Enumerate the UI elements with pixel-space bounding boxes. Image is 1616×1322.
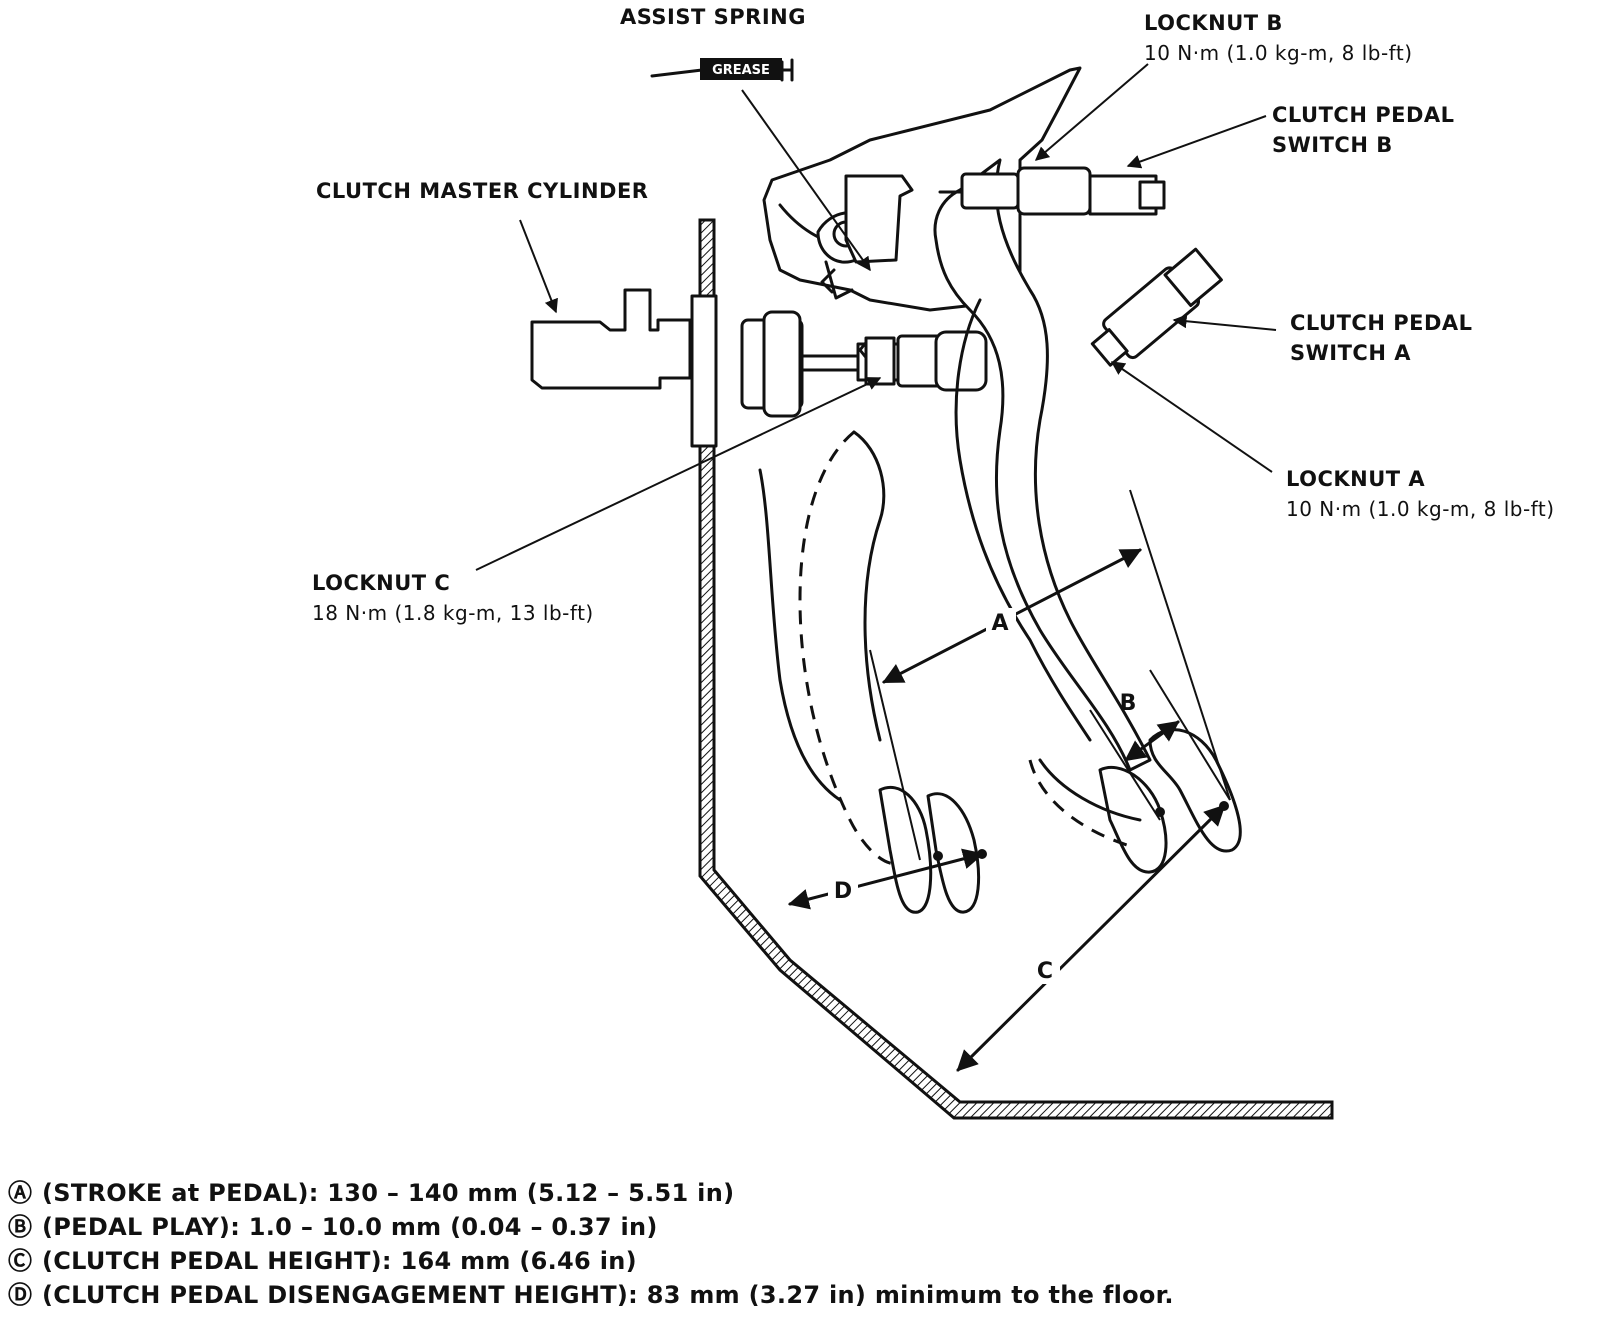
assist-spring-label: ASSIST SPRING bbox=[620, 5, 806, 29]
spec-text-a: (STROKE at PEDAL): 130 – 140 mm (5.12 – … bbox=[42, 1179, 735, 1207]
locknut-a-label: LOCKNUT A bbox=[1286, 467, 1425, 491]
dimension-b: B bbox=[1089, 669, 1231, 821]
spec-key-a: Ⓐ bbox=[8, 1179, 33, 1207]
specification-list: Ⓐ (STROKE at PEDAL): 130 – 140 mm (5.12 –… bbox=[8, 1176, 1608, 1312]
grease-label: GREASE bbox=[712, 63, 770, 78]
dimension-d-label: D bbox=[834, 879, 852, 904]
spec-row-d: Ⓓ (CLUTCH PEDAL DISENGAGEMENT HEIGHT): 83… bbox=[8, 1278, 1608, 1312]
locknut-b-label: LOCKNUT B bbox=[1144, 11, 1283, 35]
locknut-c-label: LOCKNUT C bbox=[312, 571, 450, 595]
clutch-master-cylinder-label: CLUTCH MASTER CYLINDER bbox=[316, 179, 648, 203]
locknut-c-torque: 18 N·m (1.8 kg-m, 13 lb-ft) bbox=[312, 601, 594, 625]
dimension-a-label: A bbox=[991, 611, 1008, 636]
spec-row-a: Ⓐ (STROKE at PEDAL): 130 – 140 mm (5.12 –… bbox=[8, 1176, 1608, 1210]
clutch-pedal-diagram: GREASE bbox=[312, 5, 1555, 1120]
callout-labels: ASSIST SPRING LOCKNUT B 10 N·m (1.0 kg-m… bbox=[312, 5, 1555, 625]
spec-key-d: Ⓓ bbox=[8, 1281, 33, 1309]
spec-row-c: Ⓒ (CLUTCH PEDAL HEIGHT): 164 mm (6.46 in) bbox=[8, 1244, 1608, 1278]
clutch-pedal-depressed-outline bbox=[758, 430, 981, 914]
clutch-pedal-switch-b-label-2: SWITCH B bbox=[1272, 133, 1393, 157]
clutch-master-cylinder bbox=[530, 288, 988, 448]
clutch-pedal-switch-b bbox=[938, 166, 1166, 216]
firewall-floor-panel bbox=[698, 218, 1334, 1120]
grease-gun-icon: GREASE bbox=[650, 58, 794, 82]
dimension-c: C bbox=[956, 801, 1229, 1072]
dimension-a: A bbox=[869, 489, 1231, 861]
clutch-pedal-switch-a-label-1: CLUTCH PEDAL bbox=[1290, 311, 1473, 335]
dimension-d: D bbox=[787, 848, 987, 910]
locknut-c bbox=[864, 336, 896, 386]
spec-row-b: Ⓑ (PEDAL PLAY): 1.0 – 10.0 mm (0.04 – 0.3… bbox=[8, 1210, 1608, 1244]
clutch-pedal-switch-a bbox=[1090, 247, 1223, 367]
clutch-pedal-switch-a-label-2: SWITCH A bbox=[1290, 341, 1411, 365]
spec-text-b: (PEDAL PLAY): 1.0 – 10.0 mm (0.04 – 0.37… bbox=[42, 1213, 658, 1241]
spec-key-b: Ⓑ bbox=[8, 1213, 33, 1241]
clutch-pedal-arm bbox=[933, 158, 1152, 772]
spec-text-c: (CLUTCH PEDAL HEIGHT): 164 mm (6.46 in) bbox=[42, 1247, 637, 1275]
dimension-b-label: B bbox=[1120, 691, 1137, 716]
leader-lines bbox=[475, 63, 1277, 571]
spec-text-d: (CLUTCH PEDAL DISENGAGEMENT HEIGHT): 83 … bbox=[42, 1281, 1174, 1309]
locknut-b-torque: 10 N·m (1.0 kg-m, 8 lb-ft) bbox=[1144, 41, 1413, 65]
spec-key-c: Ⓒ bbox=[8, 1247, 33, 1275]
locknut-a-torque: 10 N·m (1.0 kg-m, 8 lb-ft) bbox=[1286, 497, 1555, 521]
dimension-c-label: C bbox=[1037, 959, 1053, 984]
clutch-pedal-switch-b-label-1: CLUTCH PEDAL bbox=[1272, 103, 1455, 127]
